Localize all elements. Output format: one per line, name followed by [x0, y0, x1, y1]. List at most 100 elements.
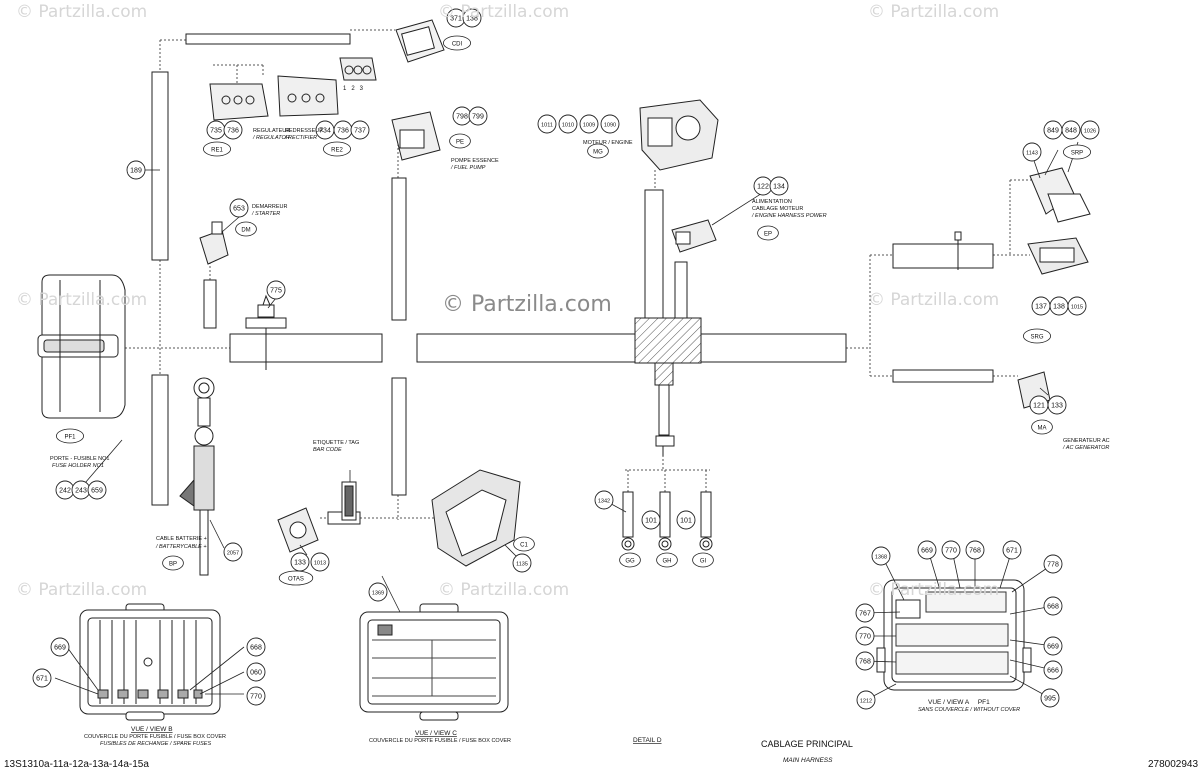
callout-bubble: 799: [468, 106, 488, 126]
callout-number: 770: [945, 548, 957, 555]
main-trunk: [125, 29, 1032, 542]
callout-bubble: 138: [462, 8, 482, 28]
callout-bubble: 138: [1049, 296, 1069, 316]
callout-number: 669: [921, 548, 933, 555]
callout-number: 798: [456, 114, 468, 121]
engine-label: MOTEUR / ENGINE: [583, 140, 633, 146]
component-tag: BP: [162, 555, 184, 571]
callout-number: 770: [859, 634, 871, 641]
callout-number: 671: [1006, 548, 1018, 555]
ground-terminals-graphic: [621, 435, 713, 551]
callout-number: 666: [1047, 668, 1059, 675]
component-tag: GG: [619, 552, 641, 568]
component-tag-label: RE2: [331, 147, 343, 153]
callout-bubble: 798: [452, 106, 472, 126]
view-b-title: VUE / VIEW B: [131, 726, 173, 733]
starter-connector-graphic: [199, 221, 229, 265]
ground-stud-graphic: [245, 294, 287, 370]
component-tag: SRP: [1063, 144, 1092, 160]
callout-bubble: 1009: [579, 114, 599, 134]
callout-bubble: 243: [71, 480, 91, 500]
callout-bubble: 737: [350, 120, 370, 140]
barcode-tag-graphic: [341, 481, 357, 521]
callout-bubble: 778: [1043, 554, 1063, 574]
watermark: © Partzilla.com: [868, 2, 1000, 22]
callout-bubble: 669: [917, 540, 937, 560]
callout-bubble: 1212: [856, 690, 876, 710]
starter-label-en: / STARTER: [251, 211, 280, 217]
callout-bubble: 189: [126, 160, 146, 180]
regulator-label-en: / REGULATOR: [252, 135, 290, 141]
ac-generator-label-en: / AC GENERATOR: [1062, 445, 1109, 451]
callout-bubble: 735: [206, 120, 226, 140]
view-c-fuse-cover: [359, 603, 509, 721]
component-tag-label: MG: [593, 149, 603, 155]
callout-bubble: 736: [333, 120, 353, 140]
callout-number: 1135: [516, 562, 528, 568]
component-tag-label: GH: [663, 558, 672, 564]
callout-bubble: 133: [290, 552, 310, 572]
otas-connector-graphic: [277, 507, 319, 553]
callout-bubble: 659: [87, 480, 107, 500]
callout-number: 995: [1044, 696, 1056, 703]
callout-bubble: 669: [1043, 636, 1063, 656]
watermark: © Partzilla.com: [16, 290, 148, 310]
component-tag-label: CDI: [452, 41, 463, 47]
component-tag: SRG: [1023, 328, 1052, 344]
view-b-fuse-cover: [79, 603, 221, 721]
callout-number: 671: [36, 676, 48, 683]
component-tag: C1: [513, 536, 535, 552]
callout-bubble: 768: [965, 540, 985, 560]
callout-number: 849: [1047, 128, 1059, 135]
callout-number: 371: [450, 16, 462, 23]
rectifier-label-en: / RECTIFIER: [284, 135, 317, 141]
callout-bubble: 2057: [223, 542, 243, 562]
callout-number: 242: [59, 488, 71, 495]
component-tag-label: C1: [520, 542, 528, 548]
callout-bubble: 1143: [1022, 142, 1042, 162]
callout-number: 775: [270, 288, 282, 295]
component-tag: CDI: [442, 35, 471, 51]
callout-number: 133: [1051, 403, 1063, 410]
callout-bubble: 1026: [1080, 120, 1100, 140]
callout-bubble: 669: [50, 637, 70, 657]
engine-power-label-3: / ENGINE HARNESS POWER: [751, 213, 827, 219]
engine-power-label-1: ALIMENTATION: [752, 199, 792, 205]
fuse-box-pf1-graphic: [37, 274, 126, 419]
callout-number: 1368: [875, 555, 887, 561]
callout-number: 189: [130, 168, 142, 175]
callout-bubble: 849: [1043, 120, 1063, 140]
c1-connector-graphic: [431, 469, 521, 567]
component-tag-label: DM: [241, 227, 250, 233]
callout-number: 768: [969, 548, 981, 555]
cdi-connector-graphic: [339, 19, 445, 81]
callout-bubble: 1369: [368, 582, 388, 602]
regulator-connectors-graphic: [209, 75, 339, 121]
callout-bubble: 1015: [1067, 296, 1087, 316]
callout-number: 1011: [541, 123, 553, 129]
callout-number: 1090: [604, 123, 616, 129]
callout-number: 735: [210, 128, 222, 135]
tag-label: ETIQUETTE / TAG: [313, 440, 359, 446]
callout-bubble: 242: [55, 480, 75, 500]
diagram-title-fr: CABLAGE PRINCIPAL: [761, 739, 853, 749]
callout-number: 768: [859, 659, 871, 666]
callout-number: 736: [227, 128, 239, 135]
callout-bubble: 1013: [310, 552, 330, 572]
callout-number: 133: [294, 560, 306, 567]
callout-number: 243: [75, 488, 87, 495]
callout-bubble: 768: [855, 651, 875, 671]
detail-d-title: DETAIL D: [633, 737, 662, 744]
callout-number: 101: [645, 518, 657, 525]
callout-bubble: 775: [266, 280, 286, 300]
view-b-caption-2: FUSIBLES DE RECHANGE / SPARE FUSES: [100, 741, 211, 747]
fuse-holder-label-en: FUSE HOLDER NO1: [52, 463, 104, 469]
callout-bubble: 736: [223, 120, 243, 140]
fuel-pump-label-en: / FUEL PUMP: [450, 165, 486, 171]
callout-bubble: 1090: [600, 114, 620, 134]
view-c-caption: COUVERCLE DU PORTE FUSIBLE / FUSE BOX CO…: [369, 738, 511, 744]
engine-power-label-2: CABLAGE MOTEUR: [752, 206, 803, 212]
callout-number: 1009: [583, 123, 595, 129]
callout-bubble: 122: [753, 176, 773, 196]
